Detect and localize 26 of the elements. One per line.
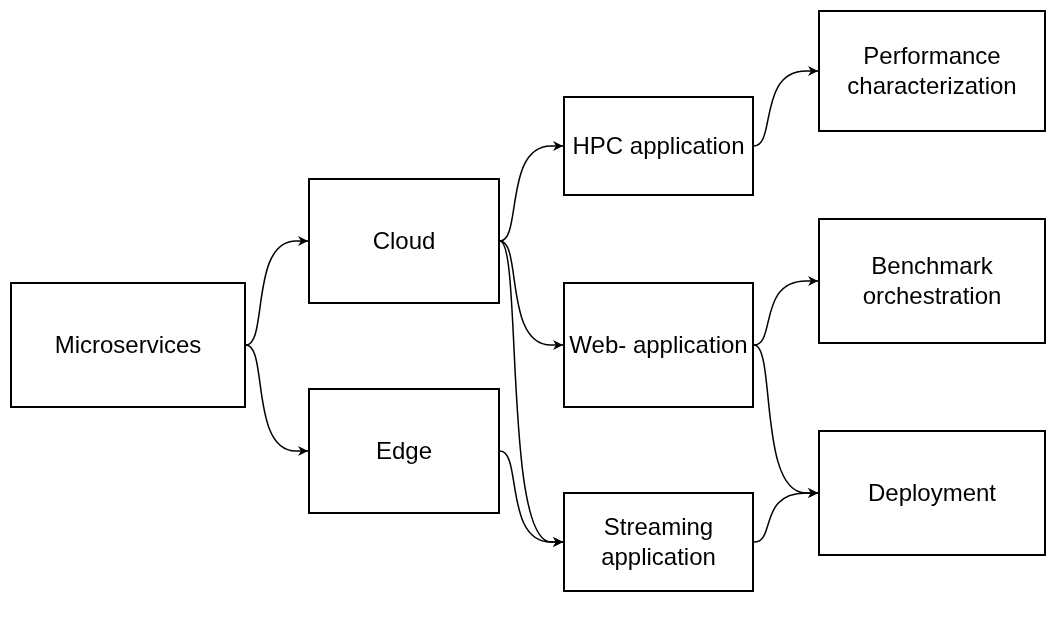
box-label: HPC application bbox=[572, 131, 745, 161]
arrow bbox=[753, 276, 819, 346]
process-box bbox=[818, 218, 1046, 344]
process-box bbox=[563, 96, 754, 196]
arrow bbox=[499, 141, 564, 242]
arrow bbox=[499, 450, 564, 547]
process-box bbox=[308, 178, 500, 304]
process-box bbox=[818, 430, 1046, 556]
box-label: Microservices bbox=[54, 330, 202, 360]
process-box bbox=[563, 282, 754, 408]
process-box bbox=[308, 388, 500, 514]
box-label: Deployment bbox=[867, 478, 997, 508]
box-label: Benchmark orchestration bbox=[861, 251, 1003, 311]
arrow bbox=[499, 240, 564, 350]
box-label: Streaming application bbox=[600, 512, 717, 572]
process-box bbox=[563, 492, 754, 592]
arrow bbox=[753, 488, 819, 543]
arrow bbox=[245, 236, 309, 346]
arrow bbox=[245, 344, 309, 456]
process-box bbox=[10, 282, 246, 408]
arrow bbox=[753, 66, 819, 147]
box-label: Performance characterization bbox=[846, 41, 1018, 101]
box-label: Web- application bbox=[569, 330, 748, 360]
box-label: Edge bbox=[375, 436, 433, 466]
process-box bbox=[818, 10, 1046, 132]
box-label: Cloud bbox=[372, 226, 436, 256]
